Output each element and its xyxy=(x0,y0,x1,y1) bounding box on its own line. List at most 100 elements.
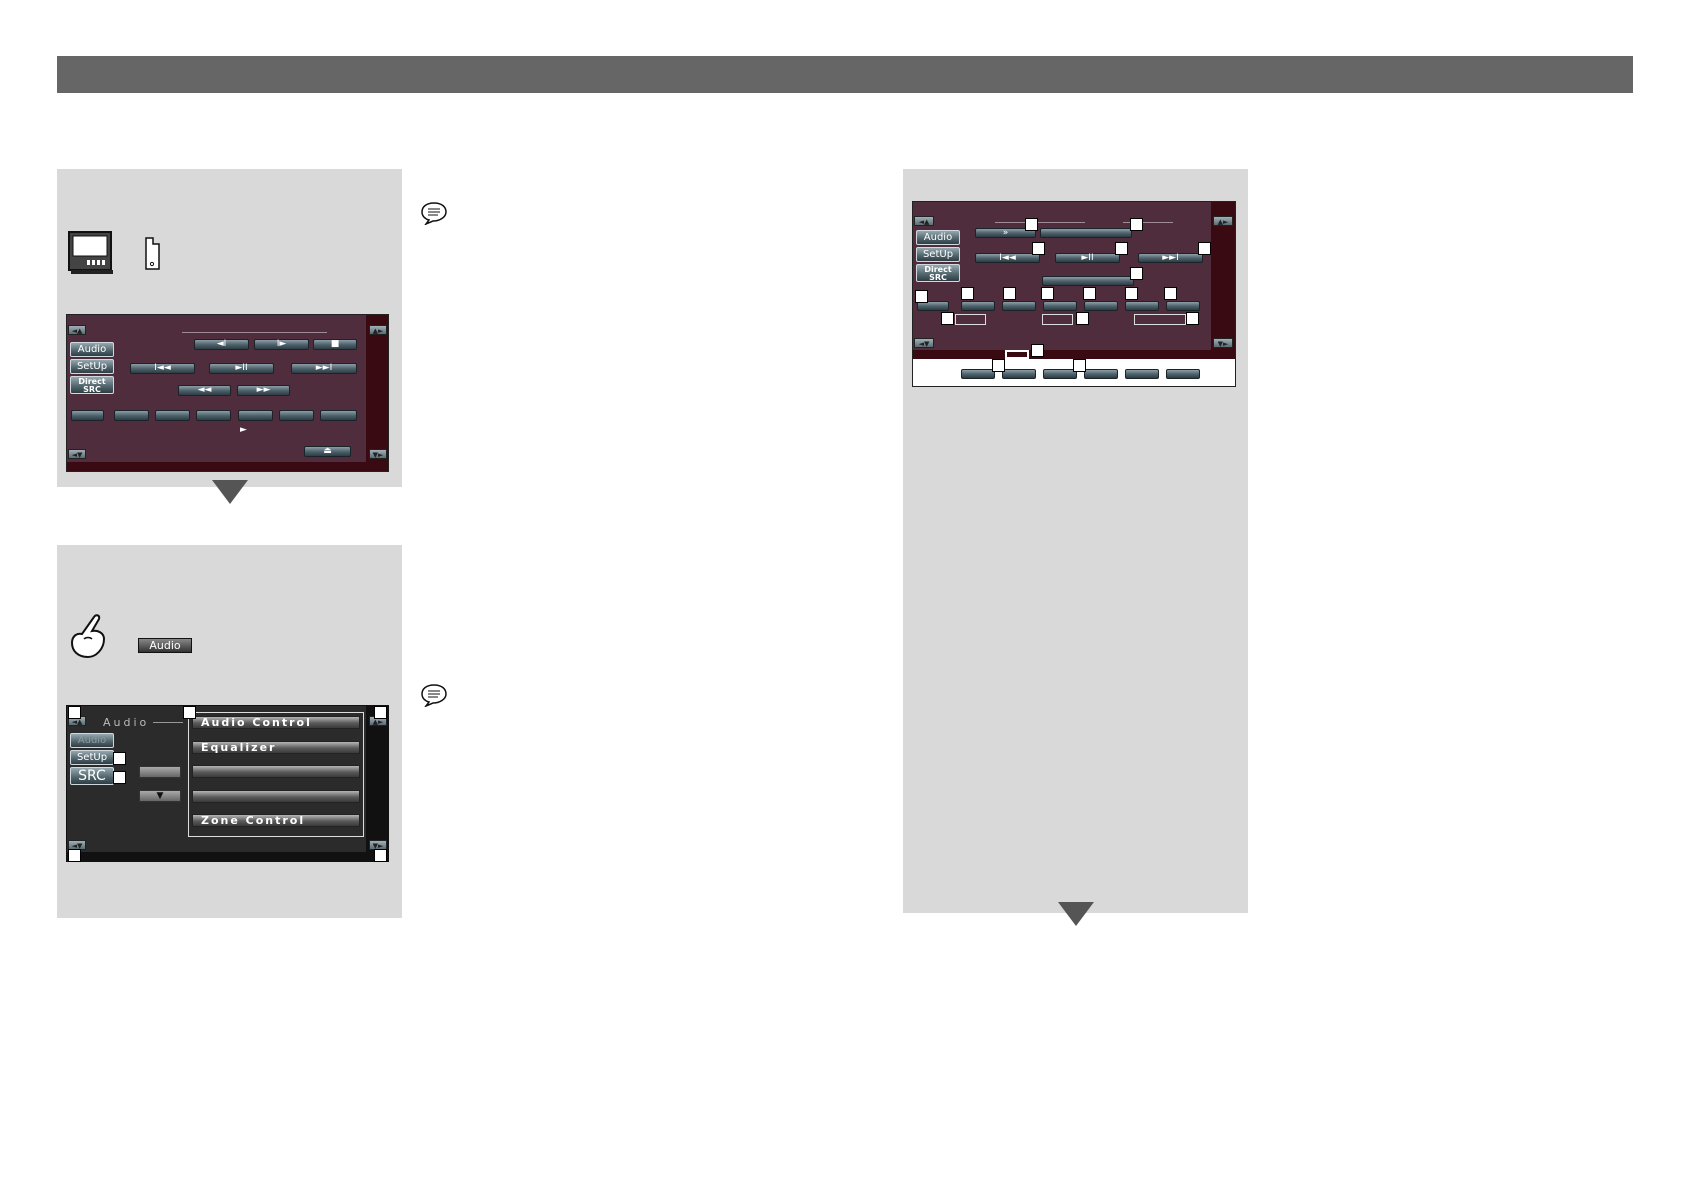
audio-button-sample: Audio xyxy=(138,638,192,653)
next-track-button[interactable]: ►►I xyxy=(291,363,357,374)
corner-button-top-left[interactable]: ◄▲ xyxy=(914,216,934,226)
function-button-5[interactable] xyxy=(279,410,314,421)
setup-tab[interactable]: SetUp xyxy=(70,359,114,374)
function-button-3[interactable] xyxy=(196,410,231,421)
callout-box xyxy=(68,706,81,719)
side-strip xyxy=(1211,202,1235,350)
note-icon xyxy=(420,201,448,226)
callout-box xyxy=(915,290,928,303)
remote-control-icon xyxy=(141,236,163,272)
corner-button-bottom-left[interactable]: ◄▼ xyxy=(68,449,86,459)
footer-button-2[interactable] xyxy=(1002,369,1036,379)
callout-box xyxy=(1003,287,1016,300)
menu-item-3[interactable] xyxy=(192,765,360,778)
skip-forward-button[interactable]: » xyxy=(975,228,1036,238)
audio-menu-screen: ◄▲ ▲► ◄▼ ▼► ▲► ▼► Audio Audio SetUp SRC … xyxy=(66,705,389,862)
zone-control-button[interactable]: Zone Control xyxy=(192,814,360,827)
audio-menu-button[interactable] xyxy=(139,766,181,778)
prev-track-button[interactable]: I◄◄ xyxy=(130,363,195,374)
setup-tab[interactable]: SetUp xyxy=(916,247,960,262)
prev-track-button[interactable]: I◄◄ xyxy=(975,253,1040,263)
function-button-1[interactable] xyxy=(114,410,149,421)
function-button-1[interactable] xyxy=(961,301,995,311)
next-step-arrow xyxy=(212,480,248,504)
next-track-button[interactable]: ►►I xyxy=(1138,253,1203,263)
bottom-strip xyxy=(913,350,1235,359)
footer-button-4[interactable] xyxy=(1084,369,1118,379)
callout-box xyxy=(1076,312,1089,325)
direct-src-tab[interactable]: Direct SRC xyxy=(916,264,960,282)
setup-tab[interactable]: SetUp xyxy=(70,750,114,765)
callout-box xyxy=(113,752,126,765)
next-step-arrow xyxy=(1058,902,1094,926)
play-pause-button[interactable]: ►II xyxy=(1055,253,1120,263)
callout-box xyxy=(992,359,1005,372)
title-line xyxy=(182,332,327,333)
footer-button-5[interactable] xyxy=(1125,369,1159,379)
function-button-3[interactable] xyxy=(1043,301,1077,311)
audio-control-button[interactable]: Audio Control xyxy=(192,716,360,729)
callout-box xyxy=(1073,359,1086,372)
header-bar xyxy=(57,56,1633,93)
callout-box xyxy=(374,706,387,719)
corner-button-bottom-left[interactable]: ◄▼ xyxy=(914,338,934,348)
rewind-button[interactable]: ◄◄ xyxy=(178,385,231,396)
audio-dropdown-button[interactable]: ▼ xyxy=(139,790,181,802)
stop-button[interactable]: ■ xyxy=(313,339,357,350)
corner-button-top-left[interactable]: ◄▲ xyxy=(68,325,86,335)
eject-button[interactable]: ⏏ xyxy=(304,446,351,457)
play-pause-button[interactable]: ►II xyxy=(209,363,274,374)
corner-button-bottom-right[interactable]: ▼► xyxy=(1213,338,1233,348)
callout-box xyxy=(1198,242,1211,255)
audio-menu-title: Audio xyxy=(103,716,150,729)
callout-box xyxy=(1041,287,1054,300)
callout-box xyxy=(1115,242,1128,255)
search-bar-button[interactable] xyxy=(1042,276,1134,286)
callout-box xyxy=(374,849,387,862)
callout-box xyxy=(113,771,126,784)
playback-screen: ◄▲ ▲► ◄▼ ▼► ▲► ▼► Audio SetUp Direct SRC… xyxy=(66,314,389,472)
callout-box xyxy=(1130,267,1143,280)
audio-tab[interactable]: Audio xyxy=(916,230,960,245)
audio-tab[interactable]: Audio xyxy=(70,342,114,357)
mode-button[interactable] xyxy=(71,410,104,421)
title-line xyxy=(995,222,1085,223)
display-field-3 xyxy=(1134,314,1186,325)
audio-tab[interactable]: Audio xyxy=(70,733,114,748)
function-button-6[interactable] xyxy=(1166,301,1200,311)
footer-button-1[interactable] xyxy=(961,369,995,379)
callout-box xyxy=(1025,218,1038,231)
src-tab[interactable]: SRC xyxy=(70,767,114,785)
side-strip xyxy=(366,706,388,861)
function-button-4[interactable] xyxy=(1084,301,1118,311)
callout-box xyxy=(1031,344,1044,357)
bottom-strip xyxy=(67,462,368,471)
callout-box xyxy=(1083,287,1096,300)
function-button-2[interactable] xyxy=(1002,301,1036,311)
function-button-4[interactable] xyxy=(238,410,273,421)
corner-button-bottom-right-2[interactable]: ▼► xyxy=(369,449,387,459)
info-bar-button[interactable] xyxy=(1040,228,1132,238)
function-button-5[interactable] xyxy=(1125,301,1159,311)
equalizer-button[interactable]: Equalizer xyxy=(192,741,360,754)
title-line-right xyxy=(1123,222,1173,223)
direct-src-tab[interactable]: Direct SRC xyxy=(70,376,114,394)
prev-frame-button[interactable]: ◄I xyxy=(194,339,249,350)
display-field-2 xyxy=(1042,314,1073,325)
menu-item-4[interactable] xyxy=(192,790,360,803)
function-button-2[interactable] xyxy=(155,410,190,421)
note-icon xyxy=(420,683,448,708)
function-button-6[interactable] xyxy=(320,410,357,421)
corner-button-top-right[interactable]: ▲► xyxy=(1213,216,1233,226)
footer-button-6[interactable] xyxy=(1166,369,1200,379)
callout-box xyxy=(183,706,196,719)
title-line xyxy=(153,722,183,723)
callout-box xyxy=(1125,287,1138,300)
fast-forward-button[interactable]: ►► xyxy=(237,385,290,396)
mode-button[interactable] xyxy=(917,301,949,311)
next-frame-button[interactable]: I► xyxy=(254,339,309,350)
corner-button-top-right-2[interactable]: ▲► xyxy=(369,325,387,335)
footer-button-3[interactable] xyxy=(1043,369,1077,379)
callout-box xyxy=(68,849,81,862)
callout-box xyxy=(961,287,974,300)
